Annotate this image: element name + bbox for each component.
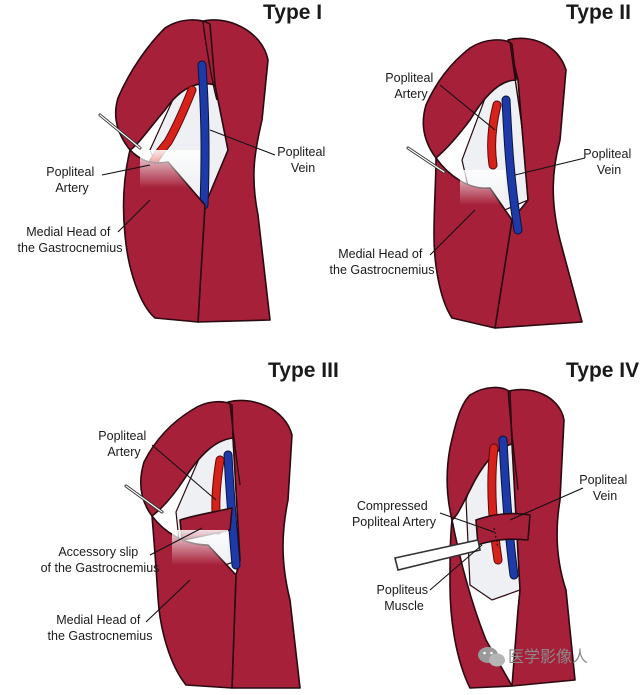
wechat-icon xyxy=(478,647,505,667)
label-popliteal-vein: Popliteal xyxy=(583,147,631,161)
medial-head-gastrocnemius xyxy=(449,519,513,689)
panel-type-2: Type II Popliteal Artery Popliteal Vein … xyxy=(330,1,634,329)
popliteal-vein xyxy=(502,96,522,234)
popliteus-muscle xyxy=(475,512,531,546)
medial-upper-muscle xyxy=(446,386,513,521)
svg-text:Popliteal Artery: Popliteal Artery xyxy=(98,429,149,459)
label-popliteal-vein: Popliteal xyxy=(579,473,627,487)
popliteal-vein xyxy=(198,61,209,209)
panel-title: Type I xyxy=(263,1,322,24)
lateral-muscle xyxy=(494,37,583,329)
medial-upper-muscle xyxy=(422,39,517,159)
probe xyxy=(394,539,481,571)
medial-upper-muscle xyxy=(114,19,216,151)
svg-text:Compressed Popliteal Art: Compressed Popliteal Artery xyxy=(352,499,437,529)
lateral-muscle xyxy=(505,388,576,687)
panel-title: Type III xyxy=(268,359,339,382)
watermark: 医学影像人 xyxy=(478,647,588,667)
label-popliteus-muscle: Popliteus xyxy=(377,583,428,597)
panel-type-1: Type I Popliteal Artery Popliteal Vein M… xyxy=(18,1,328,323)
lateral-muscle xyxy=(227,399,301,689)
lateral-muscle xyxy=(197,19,271,323)
svg-text:Popliteal Vein: Popliteal Vein xyxy=(579,473,630,503)
svg-text:Medial Head of the Gastr: Medial Head of the Gastrocnemius xyxy=(18,225,123,255)
label-medial-head: Medial Head of xyxy=(26,225,111,239)
label-popliteal-artery: Popliteal xyxy=(98,429,146,443)
svg-text:Medial Head of the Gastr: Medial Head of the Gastrocnemius xyxy=(48,613,153,643)
svg-text:Popliteus Muscle: Popliteus Muscle xyxy=(377,583,432,613)
label-compressed-artery: Compressed xyxy=(357,499,428,513)
popliteal-artery xyxy=(488,101,501,169)
popliteal-artery xyxy=(488,444,502,564)
svg-text:Popliteal Vein: Popliteal Vein xyxy=(583,147,634,177)
watermark-text: 医学影像人 xyxy=(508,648,588,666)
svg-text:Accessory slip of the Ga: Accessory slip of the Gastrocnemius xyxy=(41,545,160,575)
popliteal-vein xyxy=(499,436,518,579)
svg-text:Medial Head of the Gastr: Medial Head of the Gastrocnemius xyxy=(330,247,435,277)
label-popliteal-artery: Popliteal xyxy=(46,165,94,179)
medial-upper-muscle xyxy=(139,400,234,517)
label-popliteal-artery: Popliteal xyxy=(385,71,433,85)
label-accessory-slip: Accessory slip xyxy=(58,545,138,559)
label-popliteal-vein: Popliteal xyxy=(277,145,325,159)
svg-text:Popliteal Artery: Popliteal Artery xyxy=(385,71,436,101)
panel-type-3: Type III Popliteal Artery Accessory slip… xyxy=(41,359,339,689)
svg-text:Popliteal Vein: Popliteal Vein xyxy=(277,145,328,175)
panel-type-4: Type IV Popliteal Vein Compressed Poplit… xyxy=(352,359,639,689)
svg-text:Popliteal Artery: Popliteal Artery xyxy=(46,165,97,195)
label-medial-head: Medial Head of xyxy=(338,247,423,261)
panel-title: Type IV xyxy=(566,359,639,382)
label-medial-head: Medial Head of xyxy=(56,613,141,627)
panel-title: Type II xyxy=(566,1,631,24)
